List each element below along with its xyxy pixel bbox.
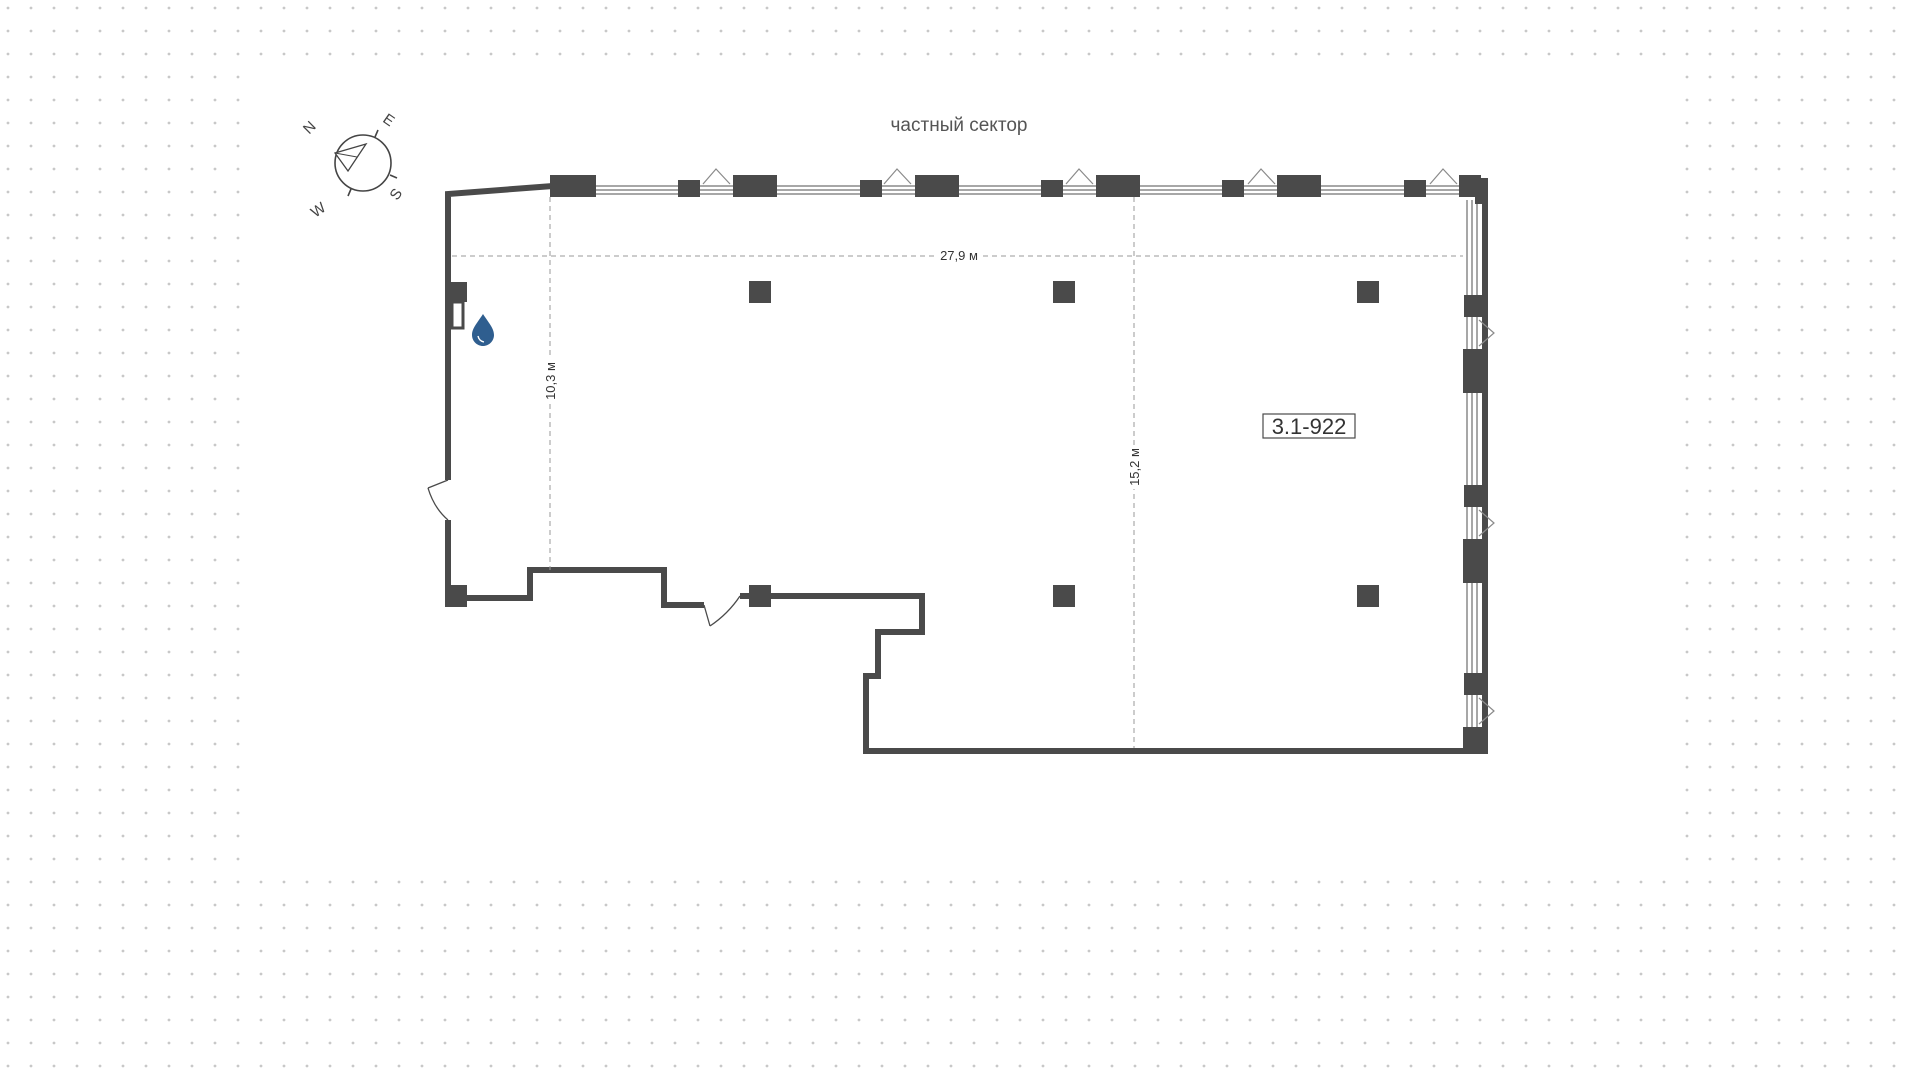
- background-dot-grid: [6, 6, 1896, 1068]
- unit-number-box: [1262, 413, 1356, 439]
- length-dimension-label: 27,9 м: [940, 248, 978, 263]
- length-label-bg: [936, 246, 982, 264]
- exterior-wall: [445, 178, 1488, 754]
- right-facade-pillars: [1463, 295, 1487, 753]
- sector-label: частный сектор: [891, 115, 1028, 136]
- top-facade-pillars: [550, 175, 1488, 204]
- compass-east-label: E: [380, 110, 398, 130]
- depth-left-dimension-label: 10,3 м: [543, 362, 558, 400]
- compass-west-label: W: [308, 199, 330, 222]
- dimension-lines: [452, 197, 1463, 748]
- compass: N E S W: [300, 110, 406, 221]
- depth-right-group: 15,2 м: [1127, 445, 1143, 489]
- compass-south-label: S: [386, 185, 406, 203]
- compass-north-label: N: [300, 118, 320, 138]
- depth-right-dimension-label: 15,2 м: [1127, 448, 1142, 486]
- window-opening-markers: [702, 168, 1495, 725]
- top-window-band: [553, 185, 1475, 195]
- depth-left-group: 10,3 м: [543, 359, 559, 403]
- left-wall-niche: [445, 282, 467, 330]
- left-entrance-door: [427, 479, 449, 521]
- unit-number-label: 3.1-922: [1272, 414, 1347, 439]
- compass-needle-icon: [333, 142, 368, 173]
- right-window-band: [1466, 200, 1478, 735]
- water-drop-icon: [472, 314, 494, 346]
- interior-columns: [445, 281, 1379, 607]
- lower-entrance-door: [703, 595, 741, 627]
